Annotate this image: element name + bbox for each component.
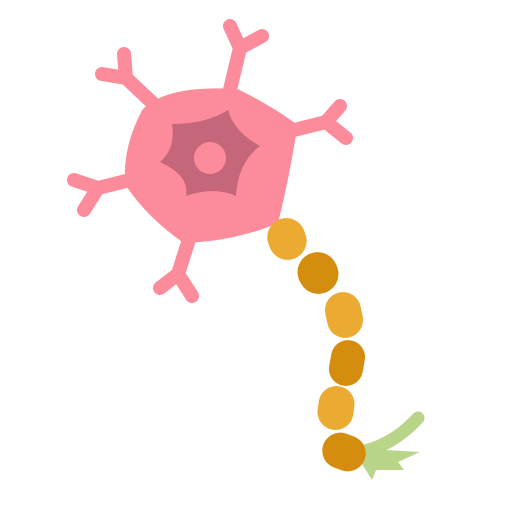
nucleolus bbox=[194, 142, 226, 174]
dendrites bbox=[67, 19, 353, 303]
myelin-segment bbox=[297, 252, 339, 294]
myelin-segment bbox=[267, 218, 307, 260]
axon-terminal-branch bbox=[353, 411, 425, 459]
myelin-segment bbox=[317, 386, 355, 430]
myelin-sheath bbox=[267, 218, 366, 472]
myelin-segment bbox=[322, 432, 366, 472]
myelin-segment bbox=[324, 292, 364, 338]
dendrite-top-right bbox=[221, 19, 269, 105]
axon-terminal bbox=[352, 411, 425, 480]
axon-terminal-fan bbox=[352, 448, 420, 480]
myelin-segment bbox=[328, 340, 366, 386]
dendrite-top-left bbox=[95, 47, 167, 117]
